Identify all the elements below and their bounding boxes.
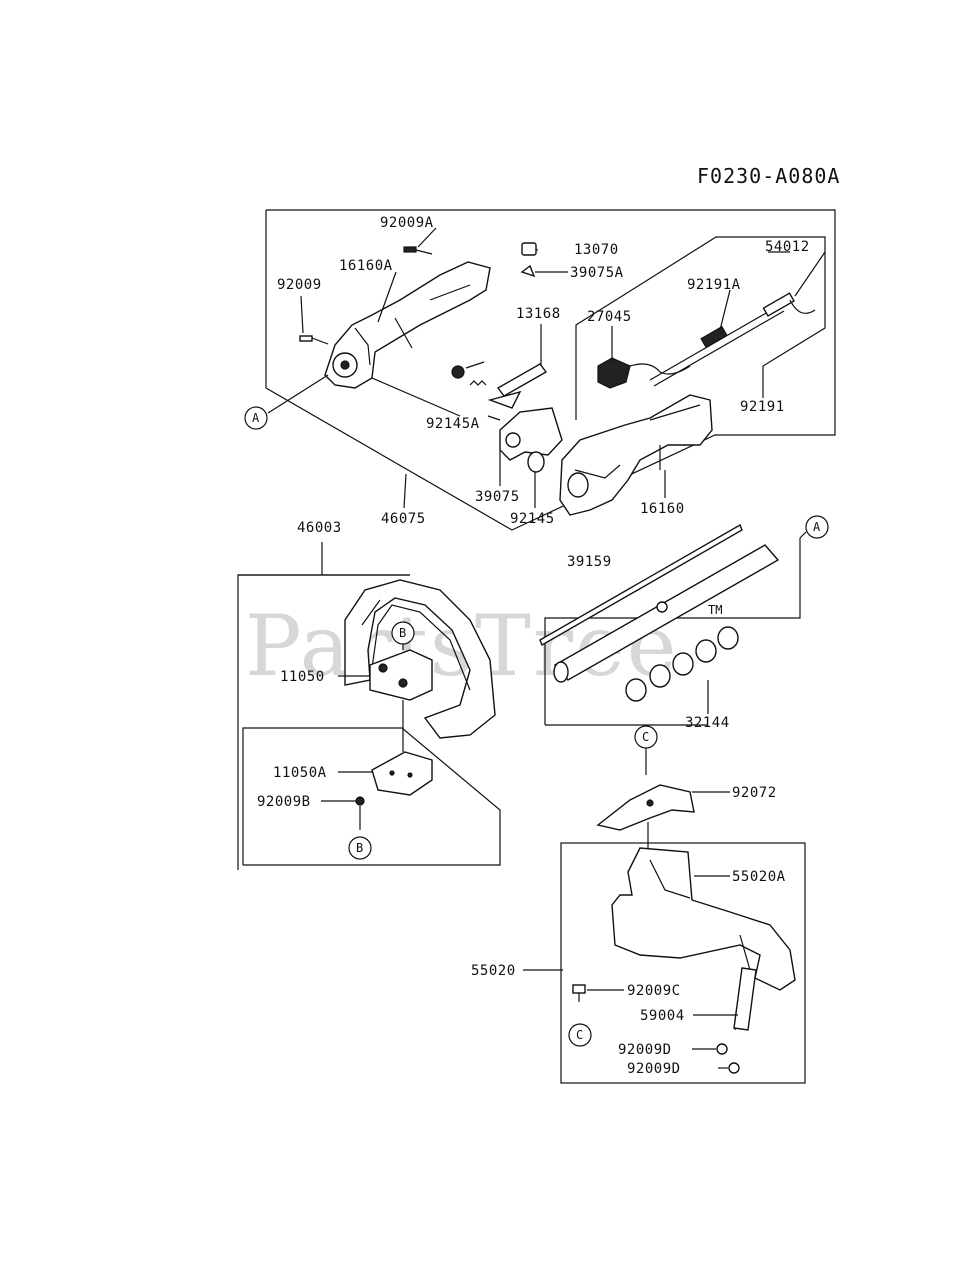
part-label-59004: 59004 [640, 1008, 685, 1024]
spring-small [451, 361, 485, 379]
svg-text:C: C [576, 1028, 583, 1042]
svg-text:C: C [642, 730, 649, 744]
part-label-92009D-1: 92009D [618, 1042, 672, 1058]
cover-92072 [596, 784, 695, 831]
assembly-55020-outline [560, 842, 806, 1084]
part-label-92009B: 92009B [257, 794, 311, 810]
part-label-39075: 39075 [475, 489, 520, 505]
part-label-55020A: 55020A [732, 869, 786, 885]
trigger-39075 [499, 407, 563, 461]
ref-marker-b-upper: B [391, 621, 415, 645]
part-label-92191: 92191 [740, 399, 785, 415]
svg-text:B: B [356, 841, 363, 855]
screw-92009A [403, 246, 433, 255]
ref-marker-a-upper: A [244, 406, 268, 430]
wire-54012 [789, 251, 826, 314]
part-label-32144: 32144 [685, 715, 730, 731]
lever-13168 [487, 363, 548, 409]
leader-lines-upper [267, 227, 790, 509]
part-label-92191A: 92191A [687, 277, 741, 293]
bushings-32144 [625, 601, 739, 702]
svg-text:B: B [399, 626, 406, 640]
assembly-11050A-outline [242, 727, 501, 866]
part-label-92072: 92072 [732, 785, 777, 801]
assembly-46075-outline [265, 209, 836, 531]
part-label-92009D-2: 92009D [627, 1061, 681, 1077]
ref-marker-c-lower: C [568, 1023, 592, 1047]
part-label-27045: 27045 [587, 309, 632, 325]
clamp-11050A [371, 751, 433, 796]
part-label-11050: 11050 [280, 669, 325, 685]
spring-92145A [469, 380, 487, 386]
screw-92009D-2 [728, 1062, 740, 1074]
ref-marker-a-right: A [805, 515, 829, 539]
ref-marker-c-upper: C [634, 725, 658, 749]
shaft-39159 [539, 523, 780, 683]
part-label-92145: 92145 [510, 511, 555, 527]
part-label-92009A: 92009A [380, 215, 434, 231]
part-label-16160: 16160 [640, 501, 685, 517]
svg-text:A: A [252, 411, 260, 425]
part-label-39159: 39159 [567, 554, 612, 570]
guard-55020A [611, 847, 796, 1031]
screw-92009 [299, 335, 329, 345]
part-label-92009: 92009 [277, 277, 322, 293]
part-label-92145A: 92145A [426, 416, 480, 432]
part-label-46003: 46003 [297, 520, 342, 536]
screw-92009C [572, 984, 586, 1002]
part-label-54012: 54012 [765, 239, 810, 255]
assembly-92191-outline [575, 236, 826, 420]
screw-92009D-1 [716, 1043, 728, 1055]
ref-marker-b-lower: B [348, 836, 372, 860]
part-label-55020: 55020 [471, 963, 516, 979]
clip-39075A [520, 264, 536, 278]
part-label-46075: 46075 [381, 511, 426, 527]
ring-92145 [527, 451, 545, 473]
part-label-13168: 13168 [516, 306, 561, 322]
watermark-tm: TM [708, 603, 722, 617]
part-label-39075A: 39075A [570, 265, 624, 281]
handle-housing-16160A [324, 261, 491, 389]
part-label-13070: 13070 [574, 242, 619, 258]
loop-handle-11050 [344, 579, 496, 739]
part-label-92009C: 92009C [627, 983, 681, 999]
diagram-code: F0230-A080A [697, 164, 840, 188]
cable-92191A [649, 292, 795, 387]
svg-text:A: A [813, 520, 821, 534]
part-label-11050A: 11050A [273, 765, 327, 781]
bushing-13070 [521, 242, 537, 256]
screw-92009B [355, 796, 365, 830]
part-label-16160A: 16160A [339, 258, 393, 274]
handle-housing-16160 [559, 394, 713, 516]
